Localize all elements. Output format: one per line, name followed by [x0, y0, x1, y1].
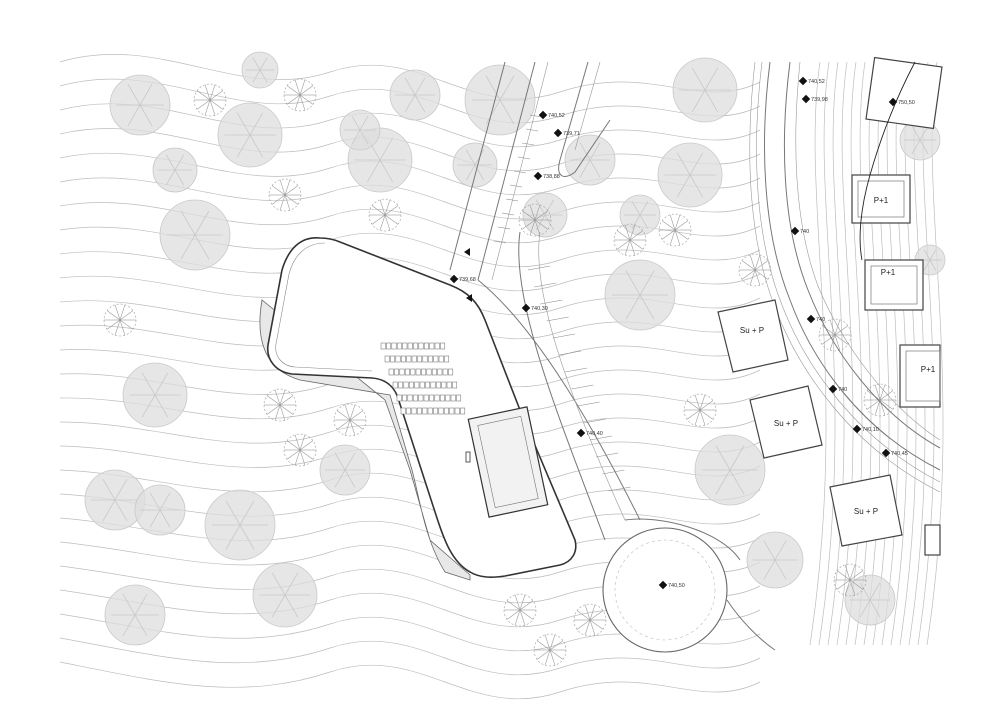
house-6: Su + P [829, 474, 903, 547]
elevation-marker: 740,52 [538, 110, 565, 120]
house-label: P+1 [881, 268, 896, 277]
svg-text:740: 740 [838, 387, 847, 393]
main-building [259, 237, 577, 581]
elevation-marker: 739,68 [449, 274, 476, 284]
roundabout [602, 518, 776, 653]
elevation-marker: 740,30 [521, 303, 548, 313]
svg-text:739,98: 739,98 [811, 97, 828, 103]
svg-text:750,50: 750,50 [898, 100, 915, 106]
elevation-marker: 739,71 [553, 128, 580, 138]
svg-text:740,52: 740,52 [548, 113, 565, 119]
entrance-arrow-icon [466, 294, 472, 302]
house-label: P+1 [874, 196, 889, 205]
access-road [449, 61, 641, 541]
elevation-marker: 750,50 [888, 97, 915, 107]
elevation-marker: 739,98 [801, 94, 828, 104]
svg-text:740: 740 [800, 229, 809, 235]
svg-text:740,45: 740,45 [891, 451, 908, 457]
elevation-marker: 740 [828, 384, 847, 394]
house-2: P+1 [864, 259, 924, 311]
svg-text:738,88: 738,88 [543, 174, 560, 180]
svg-text:740,30: 740,30 [531, 306, 548, 312]
houses: P+1 P+1 P+1 Su + P Su + P Su + P [717, 56, 943, 556]
svg-text:740,50: 740,50 [668, 583, 685, 589]
svg-text:740,40: 740,40 [586, 431, 603, 437]
parking-stalls [493, 114, 631, 492]
shrubs [103, 78, 897, 667]
elevation-marker: 740,40 [576, 428, 603, 438]
elevation-marker: 740,10 [852, 424, 879, 434]
house-label: P+1 [921, 365, 936, 374]
seating-rows [380, 342, 466, 415]
tree-canopies [84, 51, 946, 646]
elevation-marker: 740 [790, 226, 809, 236]
entrance-arrow-icon [464, 248, 470, 256]
svg-text:739,71: 739,71 [563, 131, 580, 137]
house-label: Su + P [854, 507, 878, 516]
svg-text:740,52: 740,52 [808, 79, 825, 85]
svg-text:740,10: 740,10 [862, 427, 879, 433]
house-label: Su + P [774, 419, 798, 428]
elevation-marker: 740,52 [798, 76, 825, 86]
elevation-marker: 740 [806, 314, 825, 324]
house-label: Su + P [740, 326, 764, 335]
house-4: Su + P [717, 299, 789, 373]
house-5: Su + P [749, 385, 823, 459]
house-3: P+1 [899, 344, 941, 408]
svg-text:740: 740 [816, 317, 825, 323]
elevation-marker: 738,88 [533, 171, 560, 181]
house-1: P+1 [851, 174, 911, 224]
elevation-marker: 740,50 [658, 580, 685, 590]
elevation-marker: 740,45 [881, 448, 908, 458]
svg-text:739,68: 739,68 [459, 277, 476, 283]
